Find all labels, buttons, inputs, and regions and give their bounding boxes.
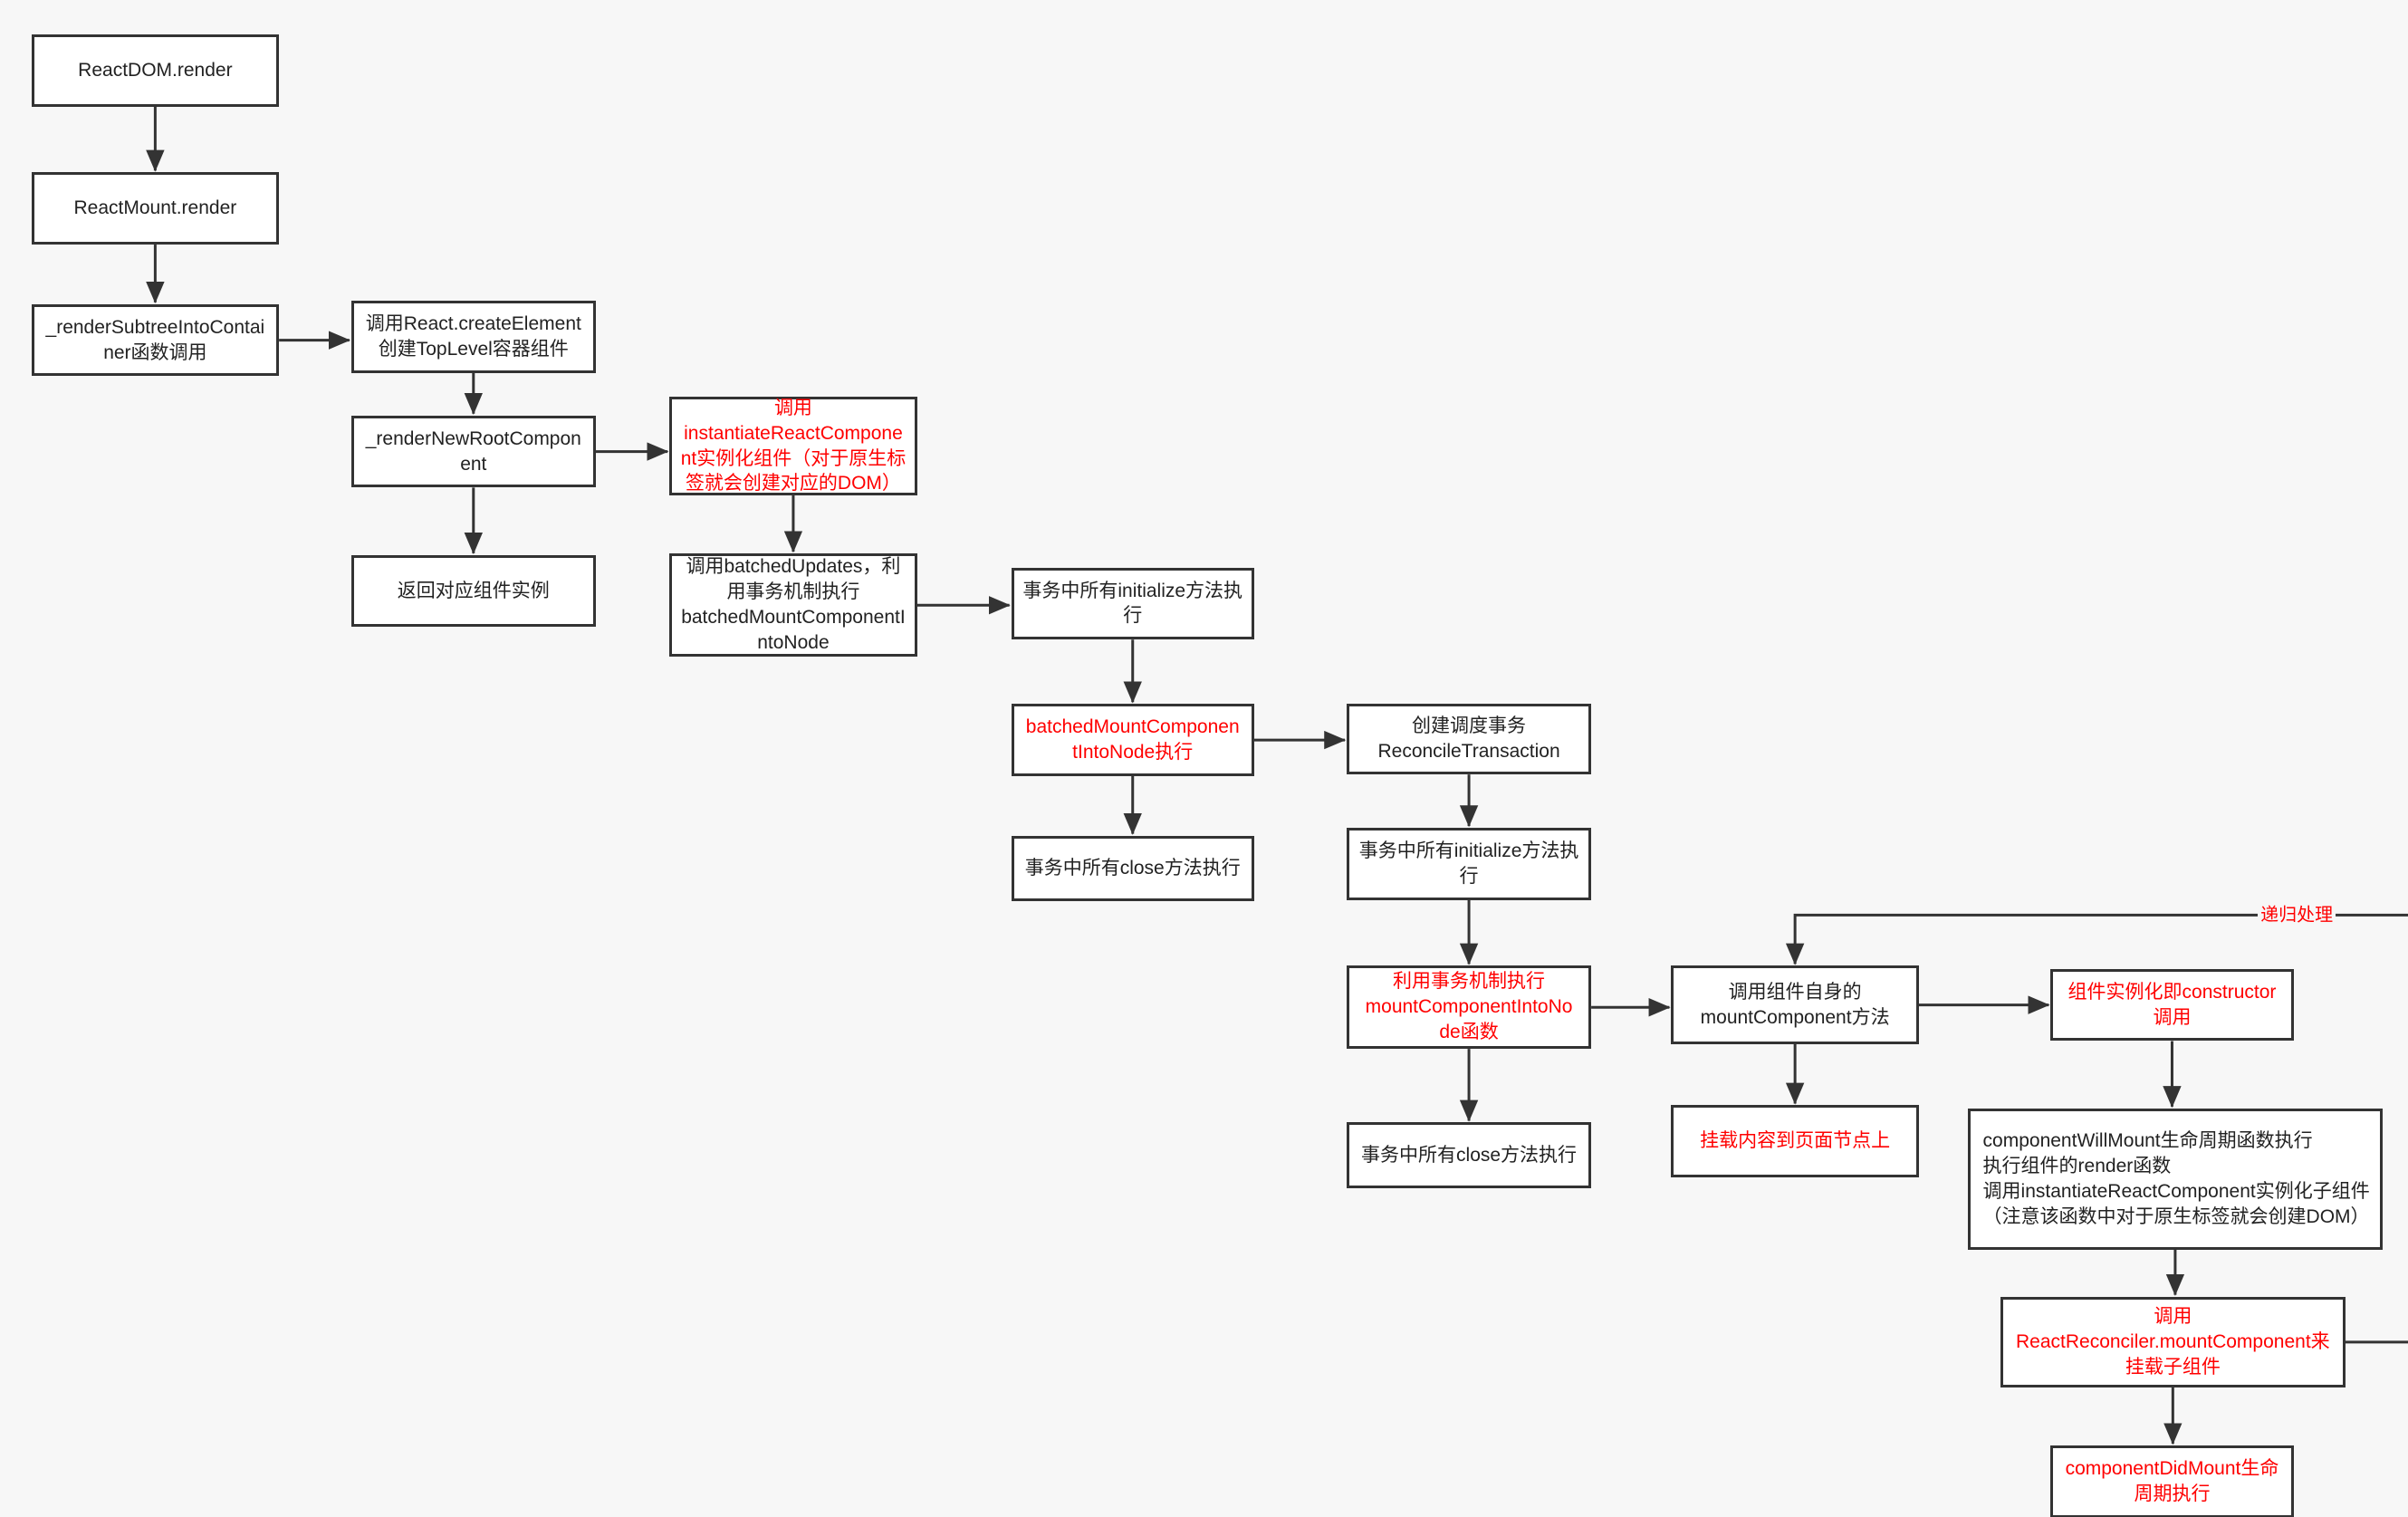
flow-node-label: 创建调度事务 ReconcileTransaction bbox=[1377, 715, 1560, 763]
flow-node-n14: 利用事务机制执行 mountComponentIntoNo de函数 bbox=[1347, 965, 1592, 1050]
flow-node-n1: ReactDOM.render bbox=[31, 34, 280, 107]
flow-node-label: _renderSubtreeIntoContai ner函数调用 bbox=[45, 316, 265, 363]
flow-node-n19: componentWillMount生命周期函数执行 执行组件的render函数… bbox=[1967, 1108, 2384, 1250]
flow-node-label: 利用事务机制执行 mountComponentIntoNo de函数 bbox=[1365, 971, 1573, 1043]
flow-node-label: ReactMount.render bbox=[73, 197, 237, 219]
flow-node-n4: 调用React.createElement 创建TopLevel容器组件 bbox=[350, 301, 596, 373]
flow-node-label: 调用batchedUpdates，利 用事务机制执行 batchedMountC… bbox=[681, 556, 906, 654]
flow-node-n8: 调用batchedUpdates，利 用事务机制执行 batchedMountC… bbox=[669, 553, 917, 658]
flow-node-n20: 调用 ReactReconciler.mountComponent来 挂载子组件 bbox=[2000, 1296, 2346, 1388]
flow-node-n7: 调用 instantiateReactCompone nt实例化组件（对于原生标… bbox=[669, 396, 917, 496]
flow-node-label: ReactDOM.render bbox=[78, 59, 233, 81]
flow-node-label: 返回对应组件实例 bbox=[397, 580, 550, 601]
flow-node-n12: 创建调度事务 ReconcileTransaction bbox=[1347, 704, 1592, 775]
flow-node-n10: batchedMountComponen tIntoNode执行 bbox=[1011, 704, 1254, 776]
flow-node-n5: _renderNewRootCompon ent bbox=[350, 415, 596, 488]
flow-node-label: 组件实例化即constructor 调用 bbox=[2067, 981, 2277, 1028]
flow-node-label: 调用React.createElement 创建TopLevel容器组件 bbox=[365, 313, 581, 360]
flow-node-label: _renderNewRootCompon ent bbox=[365, 427, 581, 475]
flow-node-n13: 事务中所有initialize方法执 行 bbox=[1347, 828, 1592, 900]
flow-node-n2: ReactMount.render bbox=[31, 172, 280, 245]
flow-node-label: 调用 ReactReconciler.mountComponent来 挂载子组件 bbox=[2015, 1305, 2330, 1378]
flow-node-label: 事务中所有close方法执行 bbox=[1361, 1144, 1578, 1166]
flow-node-n11: 事务中所有close方法执行 bbox=[1011, 835, 1254, 902]
flow-node-label: componentWillMount生命周期函数执行 执行组件的render函数… bbox=[1982, 1129, 2370, 1227]
flow-node-label: 事务中所有close方法执行 bbox=[1024, 858, 1241, 879]
flow-node-label: 事务中所有initialize方法执 行 bbox=[1358, 840, 1579, 887]
flow-node-n21: componentDidMount生命 周期执行 bbox=[2050, 1445, 2294, 1517]
flow-node-n9: 事务中所有initialize方法执 行 bbox=[1011, 567, 1254, 640]
flow-node-n15: 事务中所有close方法执行 bbox=[1347, 1122, 1592, 1189]
flow-node-n18: 组件实例化即constructor 调用 bbox=[2050, 968, 2294, 1042]
flow-node-label: componentDidMount生命 周期执行 bbox=[2065, 1457, 2279, 1504]
edge-label-recursion: 递归处理 bbox=[2258, 899, 2336, 926]
flow-node-label: batchedMountComponen tIntoNode执行 bbox=[1025, 716, 1240, 763]
flow-node-label: 挂载内容到页面节点上 bbox=[1700, 1130, 1891, 1152]
flow-node-label: 事务中所有initialize方法执 行 bbox=[1022, 580, 1243, 627]
flow-node-label: 调用 instantiateReactCompone nt实例化组件（对于原生标… bbox=[680, 397, 907, 494]
flow-node-n3: _renderSubtreeIntoContai ner函数调用 bbox=[31, 303, 280, 377]
flow-node-n6: 返回对应组件实例 bbox=[350, 554, 596, 628]
flow-node-n17: 挂载内容到页面节点上 bbox=[1671, 1105, 1919, 1178]
flow-node-label: 调用组件自身的 mountComponent方法 bbox=[1700, 981, 1890, 1028]
flow-node-n16: 调用组件自身的 mountComponent方法 bbox=[1671, 965, 1919, 1044]
